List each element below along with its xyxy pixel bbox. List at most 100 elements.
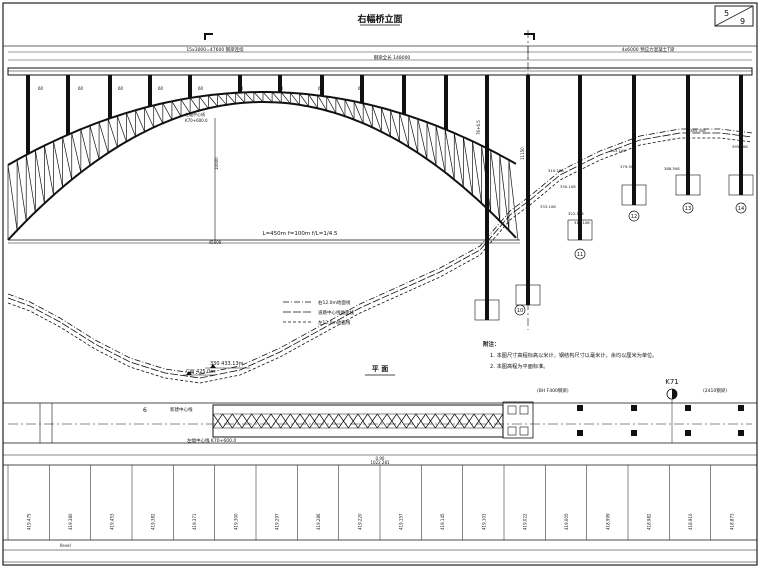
arch-diagonal-member <box>98 122 109 153</box>
note-1: 1. 本图尺寸高程标高以米计，钢结构尺寸以毫米计，余均以厘米为单位。 <box>490 351 657 359</box>
arch-diagonal-member <box>44 145 54 196</box>
plan-brace <box>454 413 465 429</box>
deck-columns <box>26 75 489 154</box>
table-cell-value: 419.145 <box>440 513 445 530</box>
arch-diagonal-member <box>262 91 273 103</box>
pier-number-circle <box>574 248 586 260</box>
plan-brace <box>435 413 446 429</box>
deck-column <box>148 75 152 107</box>
table-cell-value: 419.103 <box>481 513 486 530</box>
pier-number-label: 12 <box>631 214 637 220</box>
rise-dim: 10000 <box>214 157 219 170</box>
arch-top-chord <box>7 91 517 166</box>
ground-legend: 右12.0m地面线 道路中心线地面线 左12.0m地面线 <box>283 299 354 326</box>
ground-line-left <box>7 137 753 384</box>
deck-column <box>320 75 324 96</box>
table-cell-value: 419.157 <box>399 513 404 530</box>
water-level-2: CW 425.0m <box>186 369 215 375</box>
station-marker-label: K71 <box>665 378 679 386</box>
table-cell-value: 419.300 <box>233 513 238 530</box>
note-2: 2. 本图高程为平面标准。 <box>490 362 548 370</box>
table-cell-value: 419.022 <box>523 513 528 530</box>
notes-block: 附注： 1. 本图尺寸高程标高以米计，钢结构尺寸以毫米计，余均以厘米为单位。 2… <box>483 340 657 370</box>
elevation-label: 388.508 <box>664 166 680 171</box>
ground-profile-lines <box>7 128 753 384</box>
plan-view <box>3 401 757 444</box>
arch-diagonal-member <box>253 91 264 103</box>
pier-number-circle <box>628 210 640 222</box>
elevation-label: 322.108 <box>568 211 584 216</box>
arch-diagonal-member <box>508 159 519 241</box>
arch-diagonal-member <box>153 105 164 124</box>
plan-right-label-1: (BH F400钢梁) <box>537 387 569 394</box>
plan-brace <box>425 413 436 429</box>
plan-brace <box>232 413 243 429</box>
arch-diagonal-member <box>344 99 355 120</box>
elevation-title: 右幅桥立面 <box>356 13 402 25</box>
plan-brace <box>319 413 330 429</box>
table-cell-value: 418.873 <box>729 513 734 530</box>
plan-pier-mark <box>631 405 637 411</box>
arch-diagonal-member <box>135 110 145 132</box>
arch-diagonal-member <box>299 93 309 107</box>
left-dim-1: 76+6.5 <box>476 120 481 135</box>
plan-title: 平 面 <box>372 365 388 373</box>
pier-number-label: 11 <box>577 252 583 258</box>
plan-brace <box>338 413 349 429</box>
deck-column <box>188 75 192 98</box>
plan-pier-mark <box>738 430 744 436</box>
span-label-center: 钢梁全长 148000 <box>374 54 411 61</box>
plan-pier-marks <box>577 405 744 436</box>
arch-diagonal-member <box>53 141 63 188</box>
pier-shaft <box>485 75 489 320</box>
deck-label: 60 <box>358 86 364 91</box>
arch-diagonal-member <box>116 115 127 142</box>
plan-brace <box>444 413 455 429</box>
arch-diagonal-member <box>280 92 291 104</box>
plan-brace <box>367 413 378 429</box>
span-label-left: 15x3000=47600 钢梁连续 <box>186 46 244 53</box>
pier-shaft <box>632 75 636 205</box>
pier-number-label: 13 <box>685 206 691 212</box>
plan-brace <box>406 413 417 429</box>
plan-brace <box>348 413 359 429</box>
arch-diagonal-member <box>107 118 118 148</box>
legend-item-1: 右12.0m地面线 <box>318 299 351 306</box>
station-marker: K71 <box>665 378 679 443</box>
plan-brace <box>299 413 310 429</box>
table-cell-value: 418.982 <box>647 513 652 530</box>
plan-brace <box>241 413 252 429</box>
section-marker-left <box>204 33 213 40</box>
pier-shaft <box>686 75 690 195</box>
arch-diagonal-member <box>80 129 91 166</box>
arch-diagonal-member <box>408 115 419 153</box>
plan-brace <box>493 413 504 429</box>
elevation-label: 317.108 <box>574 220 590 225</box>
ground-line-right <box>7 128 753 375</box>
deck-label: 60 <box>158 86 164 91</box>
span-label-right: 4x6000 预应力混凝土T梁 <box>622 46 675 53</box>
plan-brace <box>280 413 291 429</box>
table-row-label: Ilevel <box>60 543 71 548</box>
table-cell-value: 419.380 <box>68 513 73 530</box>
plan-pier-mark <box>685 405 691 411</box>
plan-pier-mark <box>577 405 583 411</box>
table-cell-value: 419.220 <box>357 513 362 530</box>
table-cell-value: 419.286 <box>316 513 321 530</box>
plan-brace <box>483 413 494 429</box>
arch-diagonal-member <box>353 101 364 124</box>
arch-diagonal-member <box>217 94 227 106</box>
plan-brace <box>261 413 272 429</box>
arch-diagonal-member <box>144 107 155 128</box>
plan-brace <box>309 413 320 429</box>
table-cell-value: 418.999 <box>605 513 610 530</box>
arch-diagonal-member <box>326 96 337 114</box>
table-cell-value: 419.371 <box>192 513 197 530</box>
plan-center-station: 左幅中心线 K70+600.0 <box>187 437 236 444</box>
plan-pier-mark <box>577 430 583 436</box>
arch-diagonal-member <box>34 150 45 204</box>
plan-brace <box>328 413 339 429</box>
arch-diagonal-member <box>16 159 27 222</box>
